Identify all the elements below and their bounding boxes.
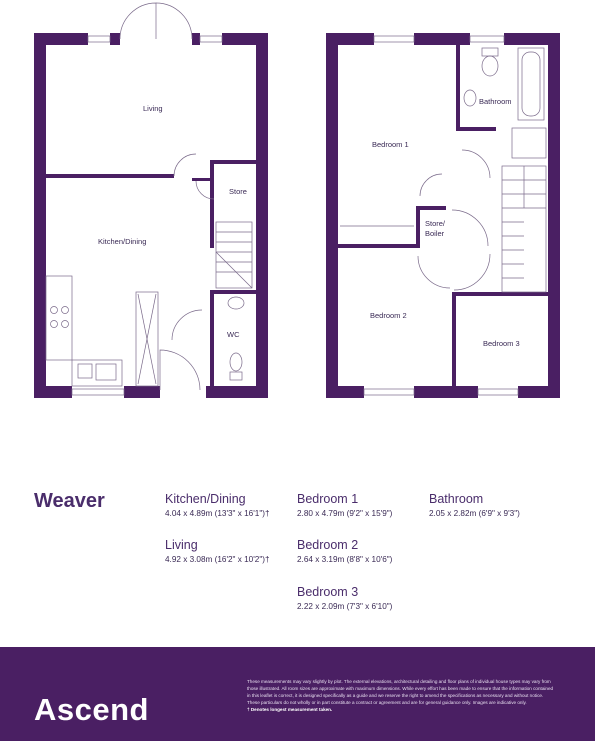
- room-kitchen-dining: Kitchen/Dining 4.04 x 4.89m (13'3" x 16'…: [165, 492, 270, 518]
- room-name: Bedroom 1: [297, 492, 359, 506]
- room-bathroom: Bathroom 2.05 x 2.82m (6'9" x 9'3"): [429, 492, 520, 518]
- room-name: Bedroom 3: [297, 585, 359, 599]
- plan-label-wc: WC: [227, 330, 240, 339]
- floor-plans: [34, 2, 560, 399]
- room-bedroom-1: Bedroom 1 2.80 x 4.79m (9'2" x 15'9"): [297, 492, 392, 518]
- plan-label-living: Living: [143, 104, 163, 113]
- room-name: Living: [165, 538, 198, 552]
- plan-label-store-boiler-2: Boiler: [425, 229, 445, 238]
- plan-label-bedroom2: Bedroom 2: [370, 311, 407, 320]
- disclaimer-note: † Denotes longest measurement taken.: [247, 707, 333, 712]
- room-dims: 2.05 x 2.82m (6'9" x 9'3"): [429, 509, 520, 518]
- plan-label-store: Store: [229, 187, 247, 196]
- room-living: Living 4.92 x 3.08m (16'2" x 10'2")†: [165, 538, 270, 564]
- room-dims: 4.92 x 3.08m (16'2" x 10'2")†: [165, 555, 270, 564]
- room-bedroom-3: Bedroom 3 2.22 x 2.09m (7'3" x 6'10"): [297, 585, 392, 611]
- plan-label-store-boiler-1: Store/: [425, 219, 446, 228]
- room-dims: 2.80 x 4.79m (9'2" x 15'9"): [297, 509, 393, 518]
- plan-label-bedroom3: Bedroom 3: [483, 339, 520, 348]
- room-name: Bedroom 2: [297, 538, 359, 552]
- disclaimer: These measurements may vary slightly by …: [247, 678, 557, 713]
- room-bedroom-2: Bedroom 2 2.64 x 3.19m (8'8" x 10'6"): [297, 538, 392, 564]
- room-name: Kitchen/Dining: [165, 492, 246, 506]
- disclaimer-text: These measurements may vary slightly by …: [247, 679, 554, 705]
- ascend-logo: Ascend: [34, 692, 149, 727]
- first-floor-walls: [326, 33, 560, 398]
- room-dims: 2.64 x 3.19m (8'8" x 10'6"): [297, 555, 393, 564]
- room-name: Bathroom: [429, 492, 484, 506]
- house-type-title: Weaver: [34, 490, 105, 512]
- footer-band: [0, 647, 595, 741]
- plan-label-bedroom1: Bedroom 1: [372, 140, 409, 149]
- plan-label-bathroom: Bathroom: [479, 97, 512, 106]
- room-dims: 2.22 x 2.09m (7'3" x 6'10"): [297, 602, 393, 611]
- ground-floor-walls: [34, 33, 268, 398]
- room-dims: 4.04 x 4.89m (13'3" x 16'1")†: [165, 509, 270, 518]
- plan-label-kitchen: Kitchen/Dining: [98, 237, 147, 246]
